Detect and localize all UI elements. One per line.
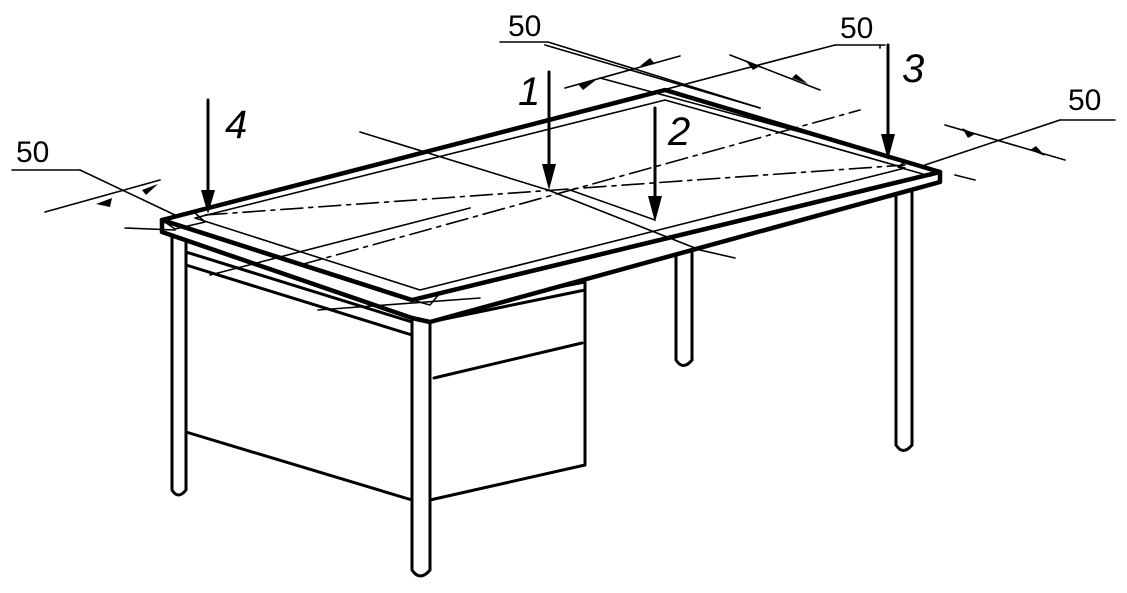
load-label-1: 1	[518, 70, 540, 114]
leg-front-left	[170, 226, 188, 497]
side-panel	[184, 250, 414, 502]
load-arrows	[201, 43, 895, 222]
leg-front-corner	[410, 303, 432, 578]
dimension-lines	[11, 41, 1116, 231]
load-label-2: 2	[667, 110, 690, 154]
dimension-label-top-right: 50	[840, 12, 873, 45]
leg-back-middle	[674, 234, 694, 367]
load-label-4: 4	[225, 103, 247, 147]
dimension-label-left: 50	[16, 136, 49, 169]
leg-back-right	[894, 176, 914, 452]
load-label-3: 3	[902, 47, 924, 91]
dimension-label-right: 50	[1068, 84, 1101, 117]
desk-legs	[170, 176, 914, 578]
dimension-label-top-left: 50	[508, 10, 541, 43]
center-lines	[204, 44, 976, 311]
drawer-divider	[432, 341, 584, 380]
